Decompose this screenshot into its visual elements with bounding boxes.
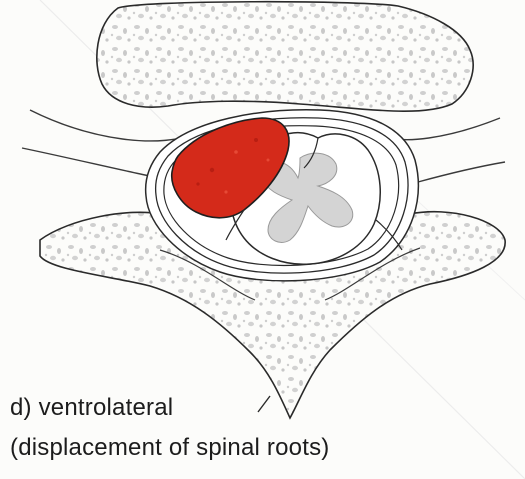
hematoma-texture <box>196 182 199 185</box>
caption-pointer <box>258 396 270 412</box>
hematoma-texture <box>224 190 227 193</box>
hematoma-texture <box>267 159 270 162</box>
vertebral-body <box>97 2 473 111</box>
hematoma-texture <box>210 168 214 172</box>
soft-tissue-contour <box>30 110 200 141</box>
hematoma-texture <box>234 150 238 154</box>
soft-tissue-contour <box>22 148 150 176</box>
figure-caption-description: (displacement of spinal roots) <box>10 434 329 462</box>
hematoma-texture <box>254 138 258 142</box>
figure-caption-label: d) ventrolateral <box>10 394 173 422</box>
soft-tissue-contour <box>418 162 505 182</box>
